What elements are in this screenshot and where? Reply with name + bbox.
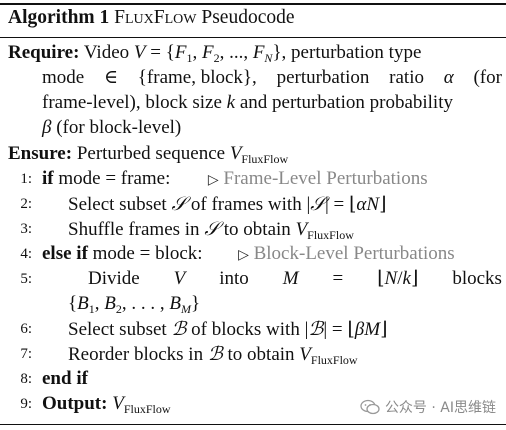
step-1: if mode = frame: ▷ Frame-Level Perturbat… bbox=[42, 168, 428, 189]
line-number: 6: bbox=[20, 321, 32, 337]
algorithm-title-suffix: Pseudocode bbox=[201, 7, 295, 28]
top-rule bbox=[0, 3, 506, 5]
comment-triangle-icon: ▷ bbox=[238, 248, 249, 263]
line-number: 8: bbox=[20, 371, 32, 387]
step-3: Shuffle frames in 𝒮 to obtain VFluxFlow bbox=[68, 218, 354, 242]
wechat-icon bbox=[360, 399, 380, 415]
line-number: 3: bbox=[20, 221, 32, 237]
ensure-text: Perturbed sequence VFluxFlow bbox=[76, 143, 289, 166]
step-8: end if bbox=[42, 368, 88, 390]
end-if-keyword: end if bbox=[42, 368, 88, 389]
algorithm-label: Algorithm 1 bbox=[8, 7, 110, 28]
step-7: Reorder blocks in ℬ to obtain VFluxFlow bbox=[68, 343, 358, 367]
step-6: Select subset ℬ of blocks with |ℬ| = ⌊βM… bbox=[68, 318, 388, 340]
algorithm-name: FluxFlow bbox=[114, 7, 197, 28]
step-4: else if mode = block: ▷ Block-Level Pert… bbox=[42, 243, 455, 264]
require-line-3: frame-level), block size k and perturbat… bbox=[42, 92, 453, 113]
require-keyword: Require: bbox=[8, 42, 80, 63]
require-line-1: Require: Video V = {F1, F2, ..., FN}, pe… bbox=[8, 42, 502, 64]
watermark-text: 公众号 · AI思维链 bbox=[384, 400, 496, 416]
line-number: 5: bbox=[20, 271, 32, 287]
comment-triangle-icon: ▷ bbox=[207, 173, 219, 188]
comment-frame-level: Frame-Level Perturbations bbox=[223, 168, 428, 189]
algorithm-title: Algorithm 1 FluxFlow Pseudocode bbox=[8, 7, 295, 29]
line-number: 2: bbox=[20, 196, 32, 212]
step-9: Output: VFluxFlow bbox=[42, 393, 171, 416]
ensure-keyword: Ensure: bbox=[8, 143, 73, 164]
require-text-1: Video V = {F1, F2, ..., FN}, perturbatio… bbox=[83, 42, 422, 65]
line-number: 7: bbox=[20, 346, 32, 362]
comment-block-level: Block-Level Perturbations bbox=[253, 243, 455, 264]
title-rule bbox=[0, 37, 506, 38]
step-5-cont: {B1, B2, . . . , BM} bbox=[68, 293, 201, 316]
watermark: 公众号 · AI思维链 bbox=[360, 397, 496, 417]
step-2: Select subset 𝒮 of frames with |𝒮| = ⌊αN… bbox=[68, 193, 387, 215]
require-line-4: β (for block-level) bbox=[42, 117, 182, 138]
line-number: 9: bbox=[20, 396, 32, 412]
ensure-line: Ensure: Perturbed sequence VFluxFlow bbox=[8, 143, 288, 165]
bottom-rule bbox=[0, 424, 506, 425]
line-number: 1: bbox=[20, 171, 32, 187]
line-number: 4: bbox=[20, 246, 32, 262]
